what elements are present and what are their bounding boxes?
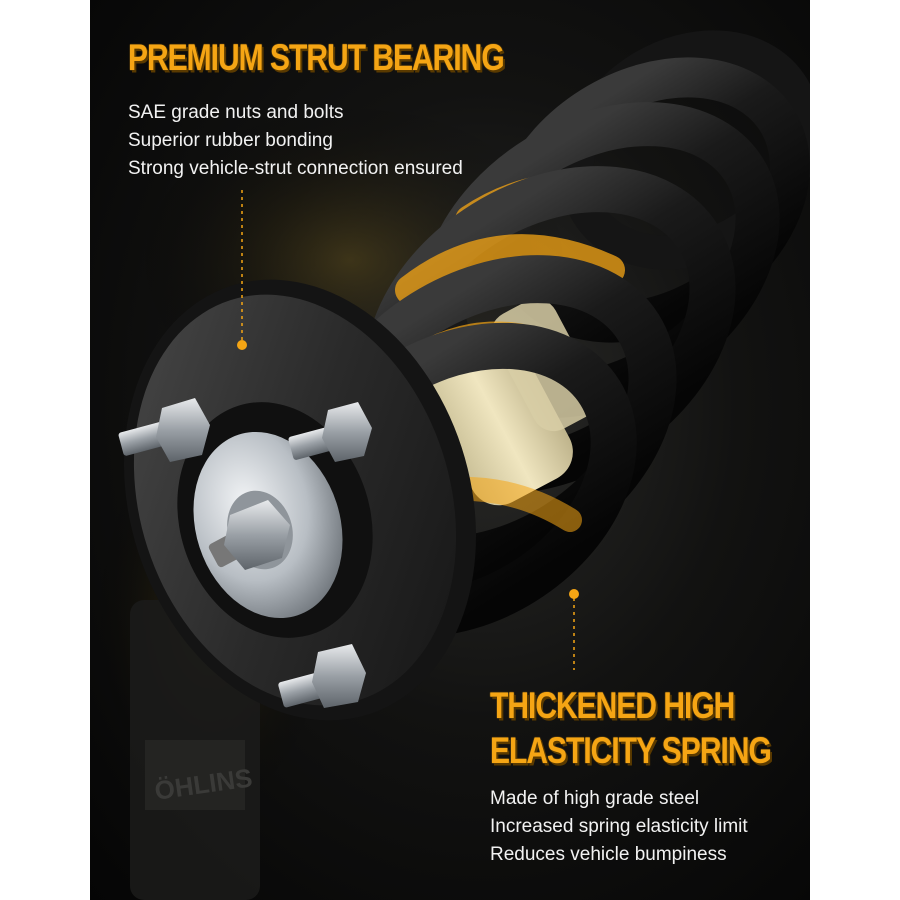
strut-assembly-illustration: ÖHLINS (90, 30, 810, 900)
center-stud (208, 500, 290, 570)
spring-feature-list: Made of high grade steel Increased sprin… (490, 785, 748, 869)
spring-heading-line-2: ELASTICITY SPRING (490, 730, 772, 772)
bearing-callout-dot (237, 340, 247, 350)
spring-callout-dot (569, 589, 579, 599)
mounting-bolt-1 (118, 398, 210, 462)
spring-feature: Made of high grade steel (490, 788, 700, 809)
mounting-bolt-2 (288, 402, 372, 462)
mounting-bolt-3 (278, 644, 366, 708)
spring-feature: Increased spring elasticity limit (490, 816, 748, 837)
spring-heading-line-1: THICKENED HIGH (490, 685, 735, 727)
bearing-feature-list: SAE grade nuts and bolts Superior rubber… (128, 99, 463, 183)
bearing-feature: Superior rubber bonding (128, 130, 333, 151)
product-photo: ÖHLINS (90, 0, 810, 900)
bearing-feature: SAE grade nuts and bolts (128, 102, 344, 123)
spring-feature: Reduces vehicle bumpiness (490, 844, 727, 865)
bearing-heading: PREMIUM STRUT BEARING (128, 37, 505, 79)
bearing-feature: Strong vehicle-strut connection ensured (128, 158, 463, 179)
